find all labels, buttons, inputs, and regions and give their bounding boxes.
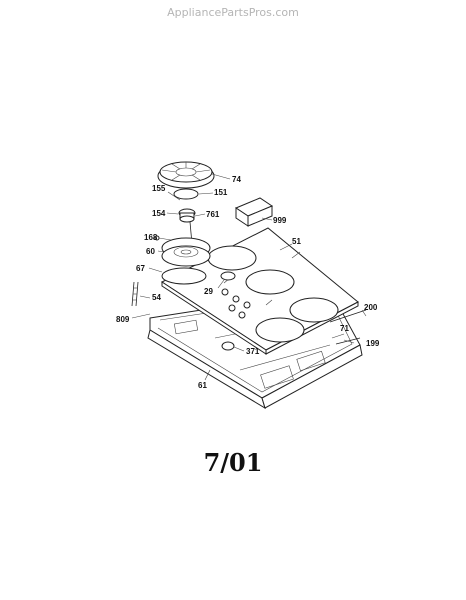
- callout-809: 809: [116, 315, 130, 324]
- callout-199: 199: [366, 339, 380, 348]
- callout-54: 54: [152, 293, 161, 302]
- callout-155: 155: [152, 184, 166, 193]
- leader-lines: [131, 173, 367, 381]
- burner-base: [161, 237, 211, 267]
- bracket: [131, 281, 139, 307]
- callout-200: 200: [364, 303, 378, 312]
- knob-post: [220, 271, 236, 281]
- watermark: AppliancePartsPros.com: [167, 6, 299, 19]
- trim-strip-rear: [329, 309, 367, 323]
- callout-60: 60: [146, 247, 155, 256]
- callout-61: 61: [198, 381, 207, 390]
- callout-154: 154: [152, 209, 166, 218]
- callout-74: 74: [232, 175, 241, 184]
- revision-date: 7/01: [203, 448, 263, 477]
- burner-gasket: [161, 267, 207, 285]
- callout-371: 371: [246, 347, 260, 356]
- callout-71: 71: [340, 324, 349, 333]
- callout-51: 51: [292, 237, 301, 246]
- callout-29: 29: [204, 287, 213, 296]
- callout-labels: 74 155 151 154 761 999 168 51 60 67 29 5…: [116, 175, 380, 390]
- burner-cap: [157, 161, 215, 189]
- spark-module: [234, 197, 274, 227]
- callout-761: 761: [206, 210, 220, 219]
- callout-67: 67: [136, 264, 145, 273]
- callout-999: 999: [273, 216, 287, 225]
- callout-151: 151: [214, 188, 228, 197]
- burner-head-ring: [173, 188, 199, 200]
- callout-168: 168: [144, 233, 158, 242]
- burner-orifice: [178, 208, 196, 223]
- gas-valve: [221, 341, 235, 351]
